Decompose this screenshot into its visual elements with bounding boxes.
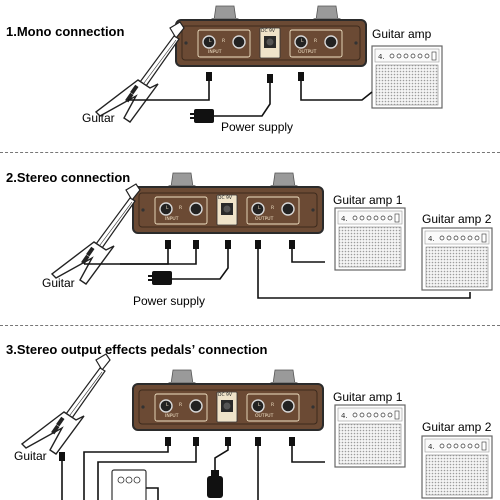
guitar-amp-2-label-2: Guitar amp 2 — [422, 212, 492, 226]
pedal-2-output-label: OUTPUT — [255, 216, 274, 222]
pedal-1-output-label: OUTPUT — [298, 49, 317, 55]
power-adapter-1 — [190, 109, 214, 123]
pedal-3-dc-label: DC 9V — [218, 392, 233, 398]
amp-1 — [371, 45, 443, 109]
pedal-2-input-label: INPUT — [165, 216, 179, 222]
section-1-title: 1.Mono connection — [6, 24, 125, 39]
pedal-3-r-label: R — [179, 402, 182, 408]
pedal-2 — [132, 172, 324, 234]
guitar-3 — [21, 353, 111, 455]
power-adapter-2 — [148, 271, 172, 285]
section-divider-2 — [0, 325, 500, 326]
effects-pedal-2 — [111, 469, 147, 500]
power-supply-label-2: Power supply — [133, 294, 206, 308]
amp-2b — [421, 227, 493, 291]
section-3-cables — [61, 440, 325, 500]
pedal-1-out-r-label: R — [314, 38, 317, 44]
pedal-1-dc-label: DC 9V — [261, 28, 276, 34]
pedal-1-out-l-label: L — [301, 38, 304, 44]
section-2-cables — [84, 243, 471, 299]
pedal-3-out-l-label: L — [258, 402, 261, 408]
guitar-amp-1-label-2: Guitar amp 1 — [333, 193, 403, 207]
amp-3b — [421, 435, 493, 499]
guitar-1 — [95, 21, 185, 123]
section-divider-1 — [0, 152, 500, 153]
pedal-2-dc-label: DC 9V — [218, 195, 233, 201]
guitar-label-3: Guitar — [14, 449, 47, 463]
guitar-amp-1-label-3: Guitar amp 1 — [333, 390, 403, 404]
pedal-1-r-label: R — [222, 38, 225, 44]
pedal-2-out-r-label: R — [271, 205, 274, 211]
pedal-3 — [132, 369, 324, 431]
guitar-label-2: Guitar — [42, 276, 75, 290]
pedal-3-output-label: OUTPUT — [255, 413, 274, 419]
power-adapter-3 — [207, 470, 223, 498]
guitar-label-1: Guitar — [82, 111, 115, 125]
pedal-2-l-label: L — [166, 205, 169, 211]
amp-3a — [334, 404, 406, 468]
guitar-amp-2-label-3: Guitar amp 2 — [422, 420, 492, 434]
section-2-title: 2.Stereo connection — [6, 170, 131, 185]
guitar-2 — [51, 183, 141, 285]
pedal-3-input-label: INPUT — [165, 413, 179, 419]
pedal-2-out-l-label: L — [258, 205, 261, 211]
pedal-3-l-label: L — [166, 402, 169, 408]
section-3-title: 3.Stereo output effects pedals’ connecti… — [6, 342, 268, 357]
pedal-2-r-label: R — [179, 205, 182, 211]
pedal-1-l-label: L — [209, 38, 212, 44]
amp-2a — [334, 207, 406, 271]
pedal-1-input-label: INPUT — [208, 49, 222, 55]
power-supply-label-1: Power supply — [221, 120, 294, 134]
section-1-cables — [128, 76, 373, 117]
pedal-1 — [175, 5, 367, 67]
pedal-3-out-r-label: R — [271, 402, 274, 408]
guitar-amp-label: Guitar amp — [372, 27, 432, 41]
